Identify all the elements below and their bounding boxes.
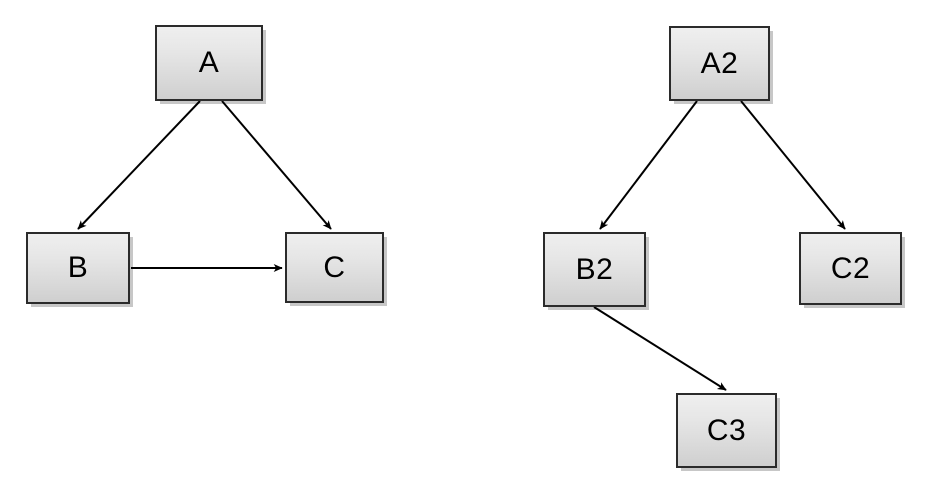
node-label-c: C [323,250,346,284]
node-a2[interactable]: A2 [669,26,770,101]
edge-a2-to-b2 [599,100,698,230]
edges-group [77,100,846,391]
edge-a2-to-c2 [740,100,846,230]
node-b2[interactable]: B2 [543,232,646,307]
edge-b2-to-c3 [593,306,727,391]
node-label-a: A [198,46,220,79]
edge-a-to-c [221,100,332,230]
node-c[interactable]: C [285,232,384,303]
node-label-a2: A2 [700,46,739,80]
node-label-b: B [67,251,89,284]
edge-a-to-b [77,100,201,230]
node-c2[interactable]: C2 [799,232,902,305]
node-a[interactable]: A [155,25,263,101]
node-b[interactable]: B [26,232,130,304]
node-c3[interactable]: C3 [676,393,777,468]
node-label-c3: C3 [706,413,747,447]
node-label-c2: C2 [830,251,871,285]
node-label-b2: B2 [575,252,614,286]
